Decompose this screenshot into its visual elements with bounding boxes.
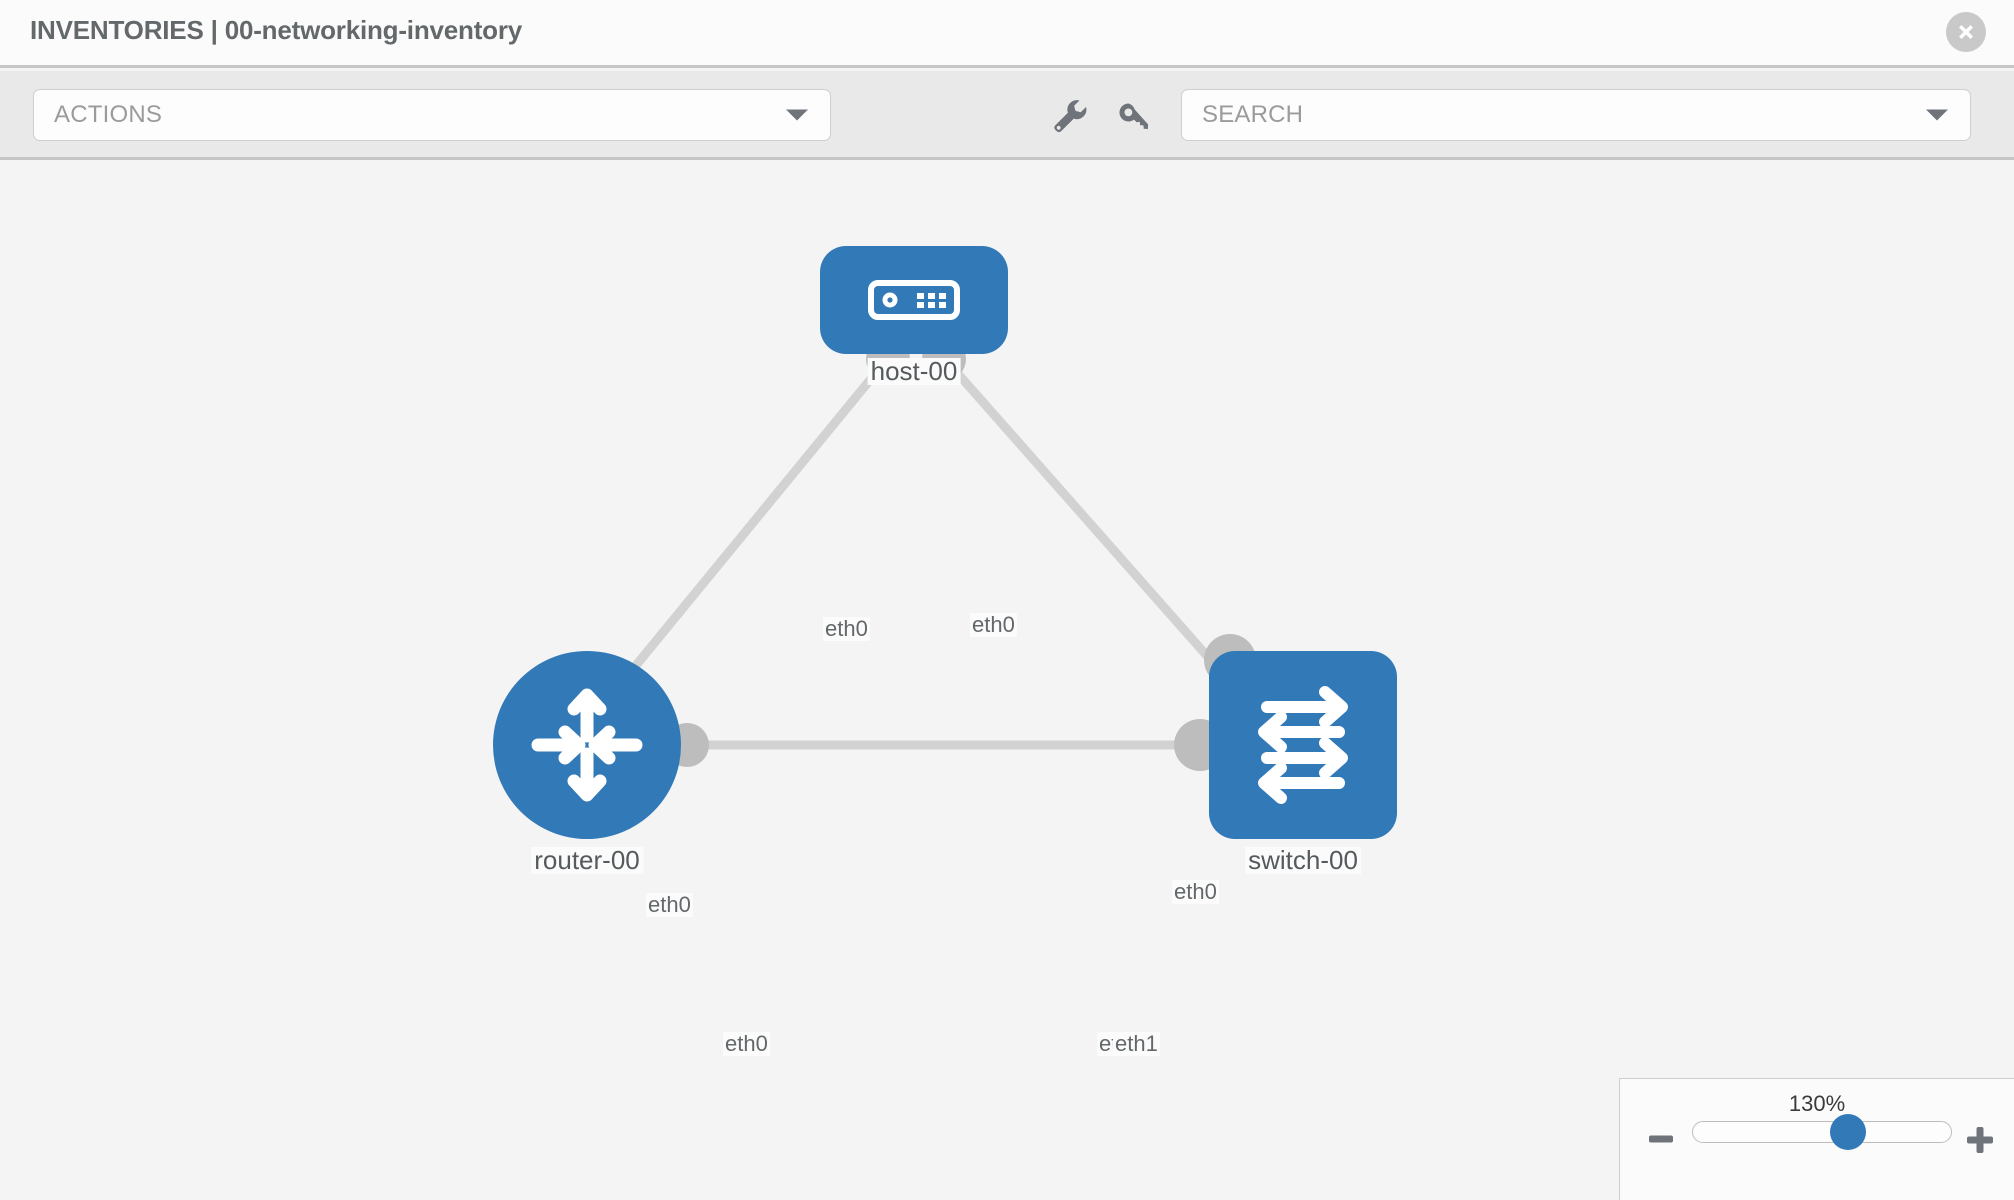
zoom-control-panel: 130% xyxy=(1619,1078,2014,1200)
page-header: INVENTORIES | 00-networking-inventory xyxy=(0,0,2014,68)
key-icon[interactable] xyxy=(1113,93,1157,137)
port-label: eth0 xyxy=(723,1031,770,1057)
toolbar: ACTIONS SEARCH xyxy=(0,71,2014,160)
node-label-host-00: host-00 xyxy=(867,357,961,386)
chevron-down-icon xyxy=(1926,109,1948,121)
actions-dropdown[interactable]: ACTIONS xyxy=(33,89,831,141)
zoom-level-value: 130% xyxy=(1788,1091,1846,1116)
port-label: eth0 xyxy=(823,616,870,642)
switch-arrows-icon xyxy=(1258,686,1348,804)
port-label: eth0 xyxy=(1172,879,1219,905)
plus-icon[interactable] xyxy=(1966,1126,1994,1159)
server-icon xyxy=(868,280,960,320)
wrench-icon[interactable] xyxy=(1046,93,1090,137)
actions-dropdown-label: ACTIONS xyxy=(54,101,163,128)
node-label-router-00: router-00 xyxy=(531,846,643,875)
port-label: eth0 xyxy=(646,892,693,918)
switch-node-shape[interactable] xyxy=(1209,651,1397,839)
node-label-switch-00: switch-00 xyxy=(1245,846,1361,875)
link-host-switch xyxy=(940,355,1257,711)
link-host-router xyxy=(597,355,892,711)
zoom-slider-track[interactable] xyxy=(1692,1114,1952,1150)
router-node-shape[interactable] xyxy=(493,651,681,839)
port-label: eth1 xyxy=(1113,1031,1160,1057)
port-label: eth0 xyxy=(970,612,1017,638)
router-arrows-icon xyxy=(531,688,643,802)
chevron-down-icon xyxy=(786,109,808,121)
close-icon[interactable] xyxy=(1946,12,1986,52)
host-node-shape[interactable] xyxy=(820,246,1008,354)
page-title: INVENTORIES | 00-networking-inventory xyxy=(30,15,523,45)
minus-icon[interactable] xyxy=(1648,1126,1674,1157)
search-placeholder: SEARCH xyxy=(1202,101,1304,128)
topology-canvas[interactable]: host-00 xyxy=(0,163,2014,1200)
zoom-slider-thumb[interactable] xyxy=(1829,1114,1866,1150)
search-input[interactable]: SEARCH xyxy=(1181,89,1971,141)
